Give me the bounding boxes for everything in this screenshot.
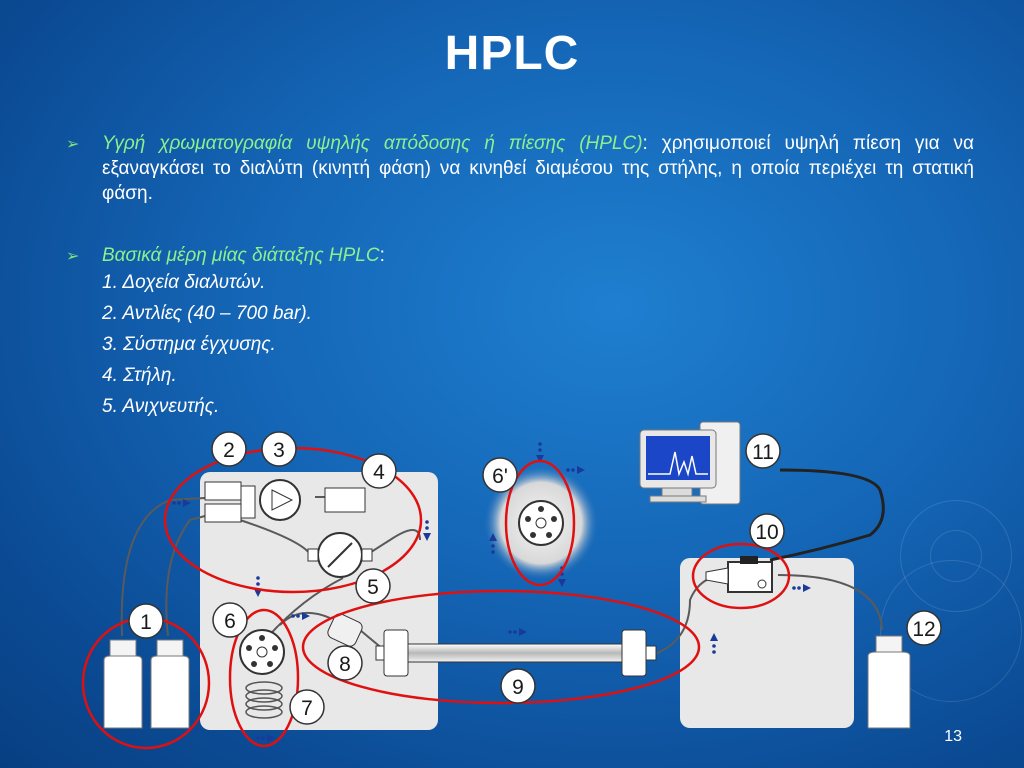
pump-controller-box [324,487,366,513]
column-icon [375,629,657,677]
flow-arrow-icon [710,633,718,654]
bullet-separator: : [642,133,648,154]
pump-heads-icon [204,481,256,523]
svg-text:6': 6' [492,465,508,488]
valve-inset-circle [504,459,576,587]
number-badge: 4 [361,453,397,489]
flow-arrow-icon [172,499,191,507]
tubing-line [165,515,206,637]
number-badge: 11 [745,433,781,469]
solvent-bottle-icon [103,639,143,729]
flow-arrows [172,442,811,742]
part-item-1: 1. Δοχεία διαλυτών. [102,272,266,293]
number-badge: 7 [289,689,325,725]
bullet-hplc-definition: Υγρή χρωματογραφία υψηλής απόδοσης ή πίε… [102,131,974,206]
svg-text:6: 6 [224,610,236,633]
tubing-line [120,497,206,637]
mixer-icon [307,532,373,578]
number-badge: 10 [749,513,785,549]
hplc-diagram: 1 2 3 4 5 6 6' 7 8 9 10 11 [81,421,942,750]
svg-text:1: 1 [140,611,152,634]
bullet-text: χρησιμοποιεί υψηλή πίεση για να εξαναγκά… [102,133,975,204]
detector-panel [680,558,854,728]
number-badge: 3 [261,431,297,467]
svg-text:2: 2 [223,439,235,462]
sample-loop-icon [245,681,283,719]
svg-text:7: 7 [301,697,313,720]
waste-bottle-icon [867,635,911,729]
number-badge: 5 [355,568,391,604]
background-ripple [880,560,1022,702]
part-item-2: 2. Αντλίες (40 – 700 bar). [102,303,312,324]
flow-arrow-icon [792,584,811,592]
page-number: 13 [944,728,962,745]
bullet-arrow-icon: ➢ [66,136,80,153]
injector-group-circle [228,608,300,748]
bullet-arrow-icon: ➢ [66,248,80,265]
svg-text:3: 3 [273,439,285,462]
flow-arrow-icon [256,734,275,742]
svg-text:10: 10 [755,521,778,544]
valve-inset-icon [518,500,564,546]
detector-group-circle [691,542,791,610]
part-item-5: 5. Ανιχνευτής. [102,396,220,417]
computer-icon [639,421,741,505]
number-badge: 8 [327,645,363,681]
part-item-3: 3. Σύστημα έγχυσης. [102,334,276,355]
flow-arrow-icon [566,466,585,474]
flow-arrow-icon [489,533,497,554]
detector-icon [705,556,773,593]
svg-text:8: 8 [339,653,351,676]
number-badge: 12 [906,610,942,646]
bullet-term: Βασικά μέρη μίας διάταξης HPLC [102,245,380,266]
bullet-separator: : [379,245,385,266]
flow-arrow-icon [291,612,310,620]
svg-text:12: 12 [912,618,935,641]
svg-text:4: 4 [373,461,385,484]
flow-arrow-icon [423,520,431,541]
number-badge: 1 [128,603,164,639]
solvent-bottle-icon [150,639,190,729]
tubing-line [367,529,421,555]
svg-text:11: 11 [752,441,774,464]
flow-arrow-icon [536,442,544,463]
svg-text:9: 9 [512,676,524,699]
part-item-4: 4. Στήλη. [102,365,177,386]
injection-valve-icon [239,629,285,675]
flow-arrow-icon [508,628,527,636]
number-badge: 9 [500,668,536,704]
tubing-line [777,574,883,631]
svg-text:5: 5 [367,576,379,599]
slide-title: HPLC [444,27,580,80]
pump-icon [259,479,301,521]
bullet-parts-heading: Βασικά μέρη μίας διάταξης HPLC: [102,243,974,268]
number-badge: 6' [482,457,518,493]
number-badge: 2 [211,431,247,467]
number-badge: 6 [212,602,248,638]
bullet-term: Υγρή χρωματογραφία υψηλής απόδοσης ή πίε… [102,133,643,154]
data-cable [769,468,885,562]
guard-column-icon [327,613,363,647]
column-group-circle [301,589,701,705]
